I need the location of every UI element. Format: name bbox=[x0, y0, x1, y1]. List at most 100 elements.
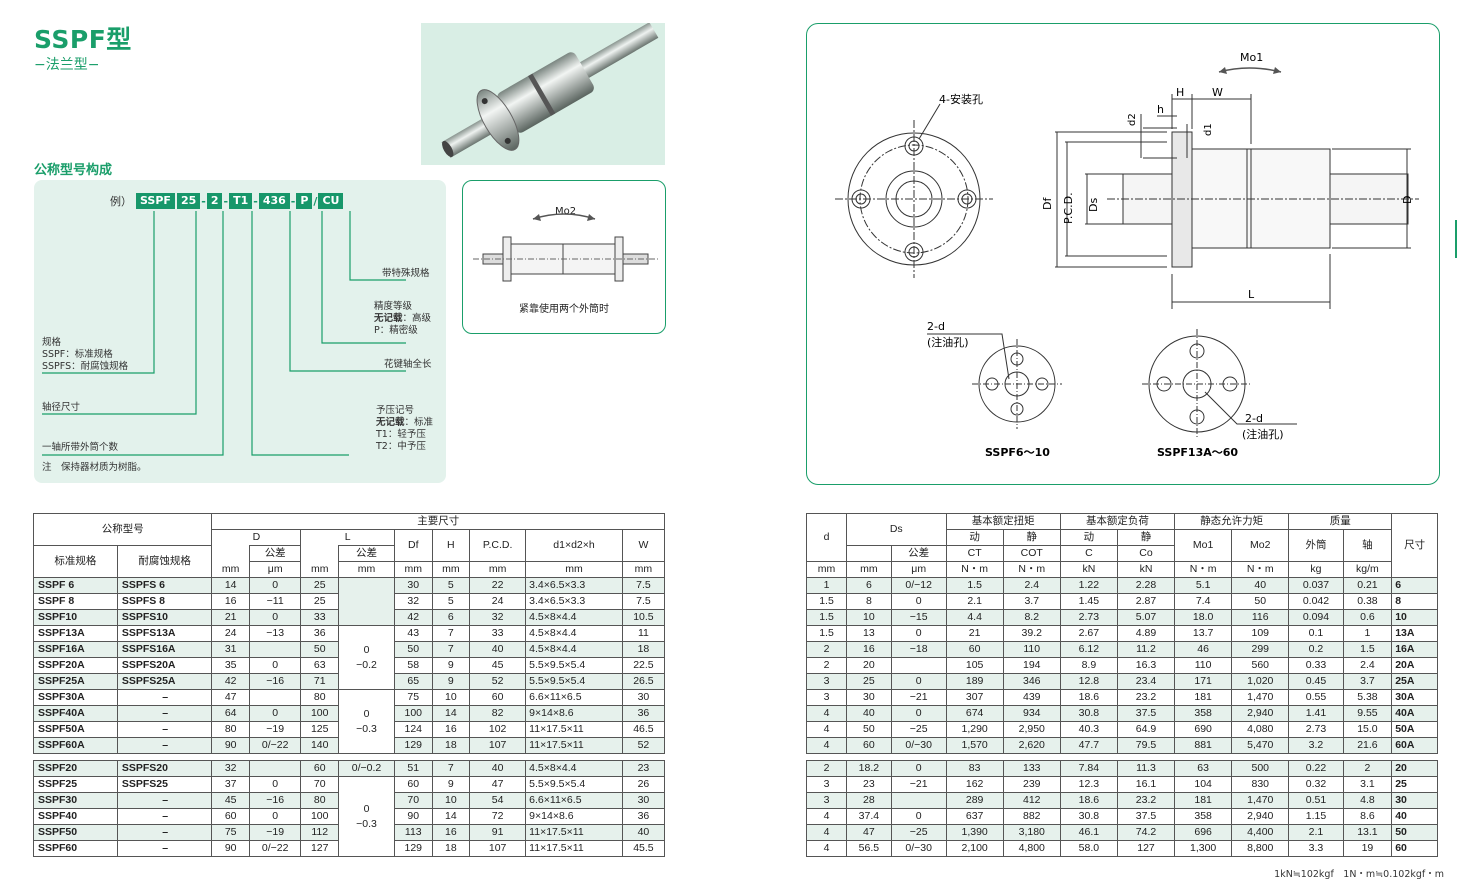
product-photo bbox=[421, 23, 665, 165]
table-cell: 40 bbox=[1231, 577, 1290, 594]
table-cell: 75 bbox=[211, 824, 250, 841]
table-cell: 32 bbox=[393, 593, 433, 610]
table-cell: 1.5 bbox=[806, 609, 847, 626]
table-cell: 1.22 bbox=[1059, 577, 1118, 594]
th-load: 基本额定负荷 bbox=[1059, 513, 1176, 530]
th-unit: mm bbox=[621, 561, 666, 578]
table-cell: 8.2 bbox=[1002, 609, 1061, 626]
table-cell: 30 bbox=[621, 792, 666, 809]
table-cell: 4.5×8×4.4 bbox=[525, 609, 623, 626]
table-cell: 63 bbox=[300, 657, 340, 674]
table-cell: 33 bbox=[469, 625, 527, 642]
th-D: D bbox=[211, 529, 302, 546]
table-cell: 100 bbox=[300, 808, 340, 825]
code-part-count: 2 bbox=[206, 193, 223, 209]
table-cell: 60 bbox=[469, 689, 527, 706]
code-part-special: CU bbox=[318, 193, 344, 209]
table-cell: 3.1 bbox=[1342, 776, 1393, 793]
tol-val: −0.3 bbox=[356, 722, 377, 735]
table-cell bbox=[248, 641, 302, 658]
table-cell: 15.0 bbox=[1342, 721, 1393, 738]
code-part-preload: T1 bbox=[229, 193, 253, 209]
cell-size: 30 bbox=[1391, 792, 1438, 809]
table-cell: 0 bbox=[890, 673, 947, 690]
table-cell: 1,020 bbox=[1231, 673, 1290, 690]
table-cell: 110 bbox=[1174, 657, 1233, 674]
cell-model-std: SSPF40 bbox=[33, 808, 118, 825]
table-cell: 23.4 bbox=[1116, 673, 1176, 690]
table-cell: 4 bbox=[806, 737, 847, 754]
label-preload-title: 予压记号 bbox=[376, 405, 415, 416]
th-C: C bbox=[1059, 545, 1118, 562]
label-spec: 规格 SSPF：标准规格 SSPFS：耐腐蚀规格 bbox=[42, 337, 128, 373]
table-cell: 46.5 bbox=[621, 721, 666, 738]
th-corrosion: 耐腐蚀规格 bbox=[116, 545, 213, 578]
table-cell: 18.6 bbox=[1059, 792, 1118, 809]
table-cell: 346 bbox=[1002, 673, 1061, 690]
table-cell: 10 bbox=[431, 792, 471, 809]
th-torque: 基本额定扭矩 bbox=[945, 513, 1061, 530]
th-model: 公称型号 bbox=[32, 513, 213, 546]
table-cell: 40 bbox=[469, 760, 527, 777]
table-cell: 64 bbox=[211, 705, 250, 722]
table-cell: 3.2 bbox=[1288, 737, 1344, 754]
table-cell: 33 bbox=[300, 609, 340, 626]
code-leader-lines bbox=[42, 211, 406, 456]
label-count: 一轴所带外筒个数 bbox=[42, 442, 119, 453]
table-cell: 91 bbox=[469, 824, 527, 841]
table-cell: 6.6×11×6.5 bbox=[525, 792, 623, 809]
table-cell: 47 bbox=[845, 824, 892, 841]
table-cell: 21.6 bbox=[1342, 737, 1393, 754]
table-cell: 194 bbox=[1002, 657, 1061, 674]
table-cell: 171 bbox=[1174, 673, 1233, 690]
table-cell: 0.33 bbox=[1288, 657, 1344, 674]
table-cell: 2.73 bbox=[1288, 721, 1344, 738]
table-cell: 112 bbox=[300, 824, 340, 841]
table-cell: 0 bbox=[890, 705, 947, 722]
model-code-example: 例） SSPF 25 - 2 - T1 - 436 - P / CU bbox=[110, 192, 344, 210]
table-cell: 129 bbox=[393, 840, 433, 857]
cell-size: 25A bbox=[1391, 673, 1438, 690]
table-cell: 4 bbox=[806, 824, 847, 841]
table-cell: 1,290 bbox=[945, 721, 1004, 738]
page-subtitle: −法兰型− bbox=[34, 57, 100, 73]
label-spec-sspfs: SSPFS：耐腐蚀规格 bbox=[42, 361, 129, 372]
table-cell: 43 bbox=[393, 625, 433, 642]
table-cell: 0 bbox=[248, 776, 302, 793]
table-cell: 5.07 bbox=[1116, 609, 1176, 626]
th-unit: mm bbox=[806, 561, 847, 578]
table-cell: 11×17.5×11 bbox=[525, 721, 623, 738]
label-oil-holes-2-a: 2-d bbox=[1245, 412, 1263, 425]
tol-val: −0.2 bbox=[356, 658, 377, 671]
th-L: L bbox=[300, 529, 395, 546]
section-title-naming: 公称型号构成 bbox=[34, 163, 113, 178]
table-cell: 40 bbox=[845, 705, 892, 722]
table-cell: 5,470 bbox=[1231, 737, 1290, 754]
page-title: SSPF型 bbox=[34, 25, 132, 54]
label-spec-title: 规格 bbox=[42, 337, 62, 348]
cell-model-cor: SSPFS10 bbox=[116, 609, 213, 626]
label-mo1: Mo1 bbox=[1240, 51, 1263, 64]
table-cell: 7.5 bbox=[621, 593, 666, 610]
table-cell: 2 bbox=[806, 760, 847, 777]
table-cell: 30.8 bbox=[1059, 808, 1118, 825]
table-cell: 1.45 bbox=[1059, 593, 1118, 610]
table-cell: 0.042 bbox=[1288, 593, 1344, 610]
th-unit: mm bbox=[431, 561, 471, 578]
table-cell: 1.5 bbox=[945, 577, 1004, 594]
cell-size: 40 bbox=[1391, 808, 1438, 825]
table-cell: 11 bbox=[621, 625, 666, 642]
table-cell: 881 bbox=[1174, 737, 1233, 754]
mo2-label: Mo2 bbox=[555, 206, 576, 217]
table-cell: 0 bbox=[890, 625, 947, 642]
cell-model-cor: – bbox=[116, 824, 213, 841]
table-cell: 129 bbox=[393, 737, 433, 754]
code-separator: - bbox=[290, 194, 296, 208]
table-cell: −18 bbox=[890, 641, 947, 658]
